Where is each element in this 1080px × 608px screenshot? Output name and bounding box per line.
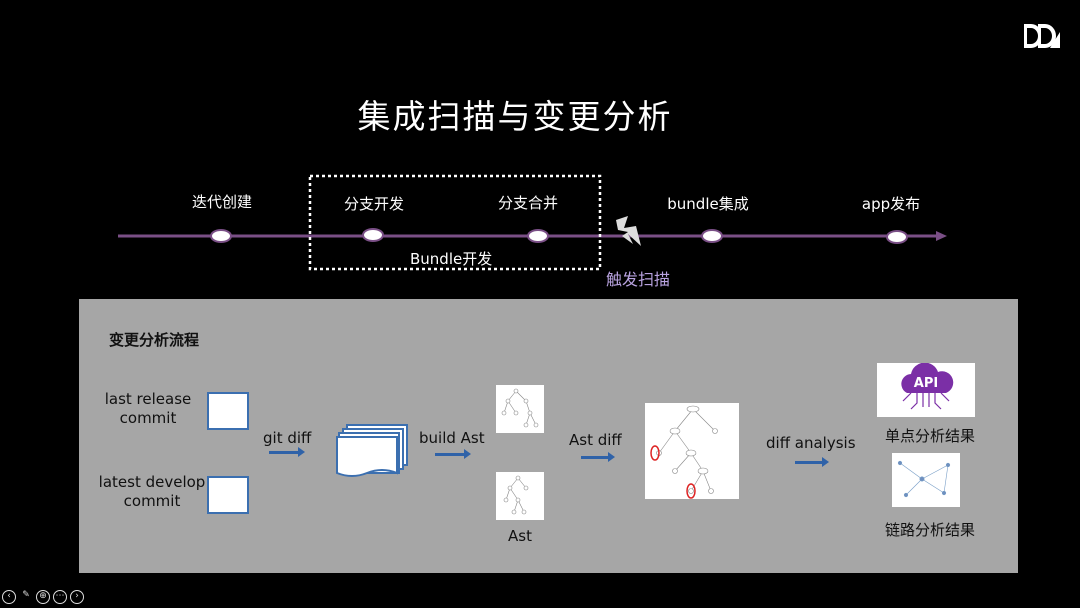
- commit-doc-icon: [207, 476, 249, 514]
- ast-diff-tree: [645, 403, 739, 499]
- panel-heading: 变更分析流程: [109, 331, 200, 349]
- flow-arrow: [581, 452, 615, 462]
- stage-label: 分支合并: [497, 194, 559, 212]
- flow-arrow: [795, 457, 829, 467]
- ast-label: Ast: [508, 527, 532, 545]
- api-badge: API: [913, 376, 939, 391]
- slide-title: 集成扫描与变更分析: [357, 97, 673, 136]
- step-git-diff: git diff: [263, 429, 312, 447]
- step-build-ast: build Ast: [419, 429, 485, 447]
- stage-label: 分支开发: [343, 195, 405, 213]
- milestone-node: [701, 229, 723, 243]
- trigger-label: 触发扫描: [606, 270, 671, 289]
- timeline: [118, 174, 947, 271]
- api-cloud-icon: [877, 363, 975, 417]
- flow-panel: 变更分析流程 last release commit latest develo…: [79, 299, 1018, 573]
- commit-doc-icon: [207, 392, 249, 430]
- milestone-node: [886, 230, 908, 244]
- chain-graph-thumbnail: [892, 453, 960, 507]
- milestone-node: [362, 228, 384, 242]
- ast-tree-thumbnail: [496, 385, 544, 433]
- result-chain: 链路分析结果: [885, 521, 976, 539]
- presentation-controls: ‹ ✎ ⊕ ⋯ ›: [2, 590, 84, 606]
- flow-arrow: [269, 447, 305, 457]
- milestone-node: [210, 229, 232, 243]
- step-ast-diff: Ast diff: [569, 431, 622, 449]
- previous-icon[interactable]: ‹: [2, 590, 16, 604]
- more-icon[interactable]: ⋯: [53, 590, 67, 604]
- input-last-release: last release commit: [104, 390, 192, 427]
- stage-label: bundle集成: [667, 195, 749, 213]
- stage-label: 迭代创建: [191, 193, 253, 211]
- stage-label: app发布: [861, 195, 921, 213]
- timeline-arrowhead: [936, 231, 947, 241]
- result-single: 单点分析结果: [885, 427, 976, 445]
- pen-icon[interactable]: ✎: [22, 590, 30, 600]
- group-label: Bundle开发: [410, 250, 493, 268]
- input-latest-develop: latest develop commit: [98, 473, 206, 510]
- next-icon[interactable]: ›: [70, 590, 84, 604]
- step-diff-analysis: diff analysis: [766, 434, 856, 452]
- flow-arrow: [435, 449, 471, 459]
- bundle-dev-box: [308, 174, 602, 271]
- dd-logo: [1024, 24, 1060, 48]
- milestone-node: [527, 229, 549, 243]
- changed-node-marker: [650, 445, 660, 461]
- diff-files-icon: [336, 424, 408, 477]
- ast-tree-thumbnail: [496, 472, 544, 520]
- lightning-icon: [616, 216, 641, 246]
- changed-node-marker: [686, 483, 696, 499]
- zoom-icon[interactable]: ⊕: [36, 590, 50, 604]
